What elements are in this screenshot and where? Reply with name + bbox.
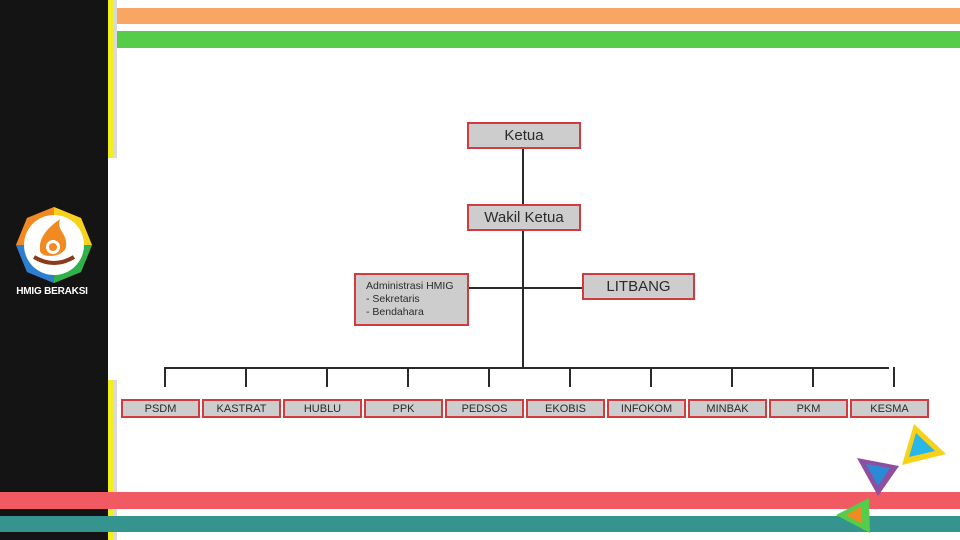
division-drop-line [650, 367, 652, 387]
division-box-kesma: KESMA [850, 399, 929, 418]
division-drop-line [569, 367, 571, 387]
top-orange-stripe [0, 8, 960, 24]
top-green-stripe [0, 31, 960, 48]
division-drop-line [812, 367, 814, 387]
sidebar-yellow-accent-bottom [108, 380, 113, 540]
admin-item-sekretaris: - Sekretaris [366, 293, 420, 305]
sidebar-yellow-accent-top [108, 0, 113, 158]
division-box-minbak: MINBAK [688, 399, 767, 418]
division-box-infokom: INFOKOM [607, 399, 686, 418]
triangle-green [836, 498, 870, 533]
division-box-pedsos: PEDSOS [445, 399, 524, 418]
division-box-kastrat: KASTRAT [202, 399, 281, 418]
division-drop-line [245, 367, 247, 387]
box-ketua: Ketua [467, 122, 581, 149]
division-box-hublu: HUBLU [283, 399, 362, 418]
sidebar-edge-bottom [113, 380, 117, 540]
admin-title: Administrasi HMIG [366, 280, 454, 292]
connector-wakil-bus [522, 230, 524, 368]
box-litbang: LITBANG [582, 273, 695, 300]
division-drop-line [326, 367, 328, 387]
bottom-teal-stripe [0, 516, 960, 532]
logo-text: HMIG BERAKSI [16, 286, 88, 297]
division-box-psdm: PSDM [121, 399, 200, 418]
connector-ketua-wakil [522, 148, 524, 204]
division-drop-line [893, 367, 895, 387]
division-drop-line [731, 367, 733, 387]
connector-admin-litbang [469, 287, 582, 289]
box-administrasi: Administrasi HMIG - Sekretaris - Bendaha… [354, 273, 469, 326]
division-drop-line [488, 367, 490, 387]
sidebar-edge-top [113, 0, 117, 158]
division-box-ppk: PPK [364, 399, 443, 418]
bottom-red-stripe [0, 492, 960, 509]
admin-item-bendahara: - Bendahara [366, 306, 424, 318]
division-drop-line [407, 367, 409, 387]
division-box-ekobis: EKOBIS [526, 399, 605, 418]
connector-division-bus [165, 367, 889, 369]
division-drop-line [164, 367, 166, 387]
triangle-purple [857, 458, 899, 496]
box-wakil-ketua: Wakil Ketua [467, 204, 581, 231]
division-box-pkm: PKM [769, 399, 848, 418]
triangle-yellow [902, 424, 946, 465]
